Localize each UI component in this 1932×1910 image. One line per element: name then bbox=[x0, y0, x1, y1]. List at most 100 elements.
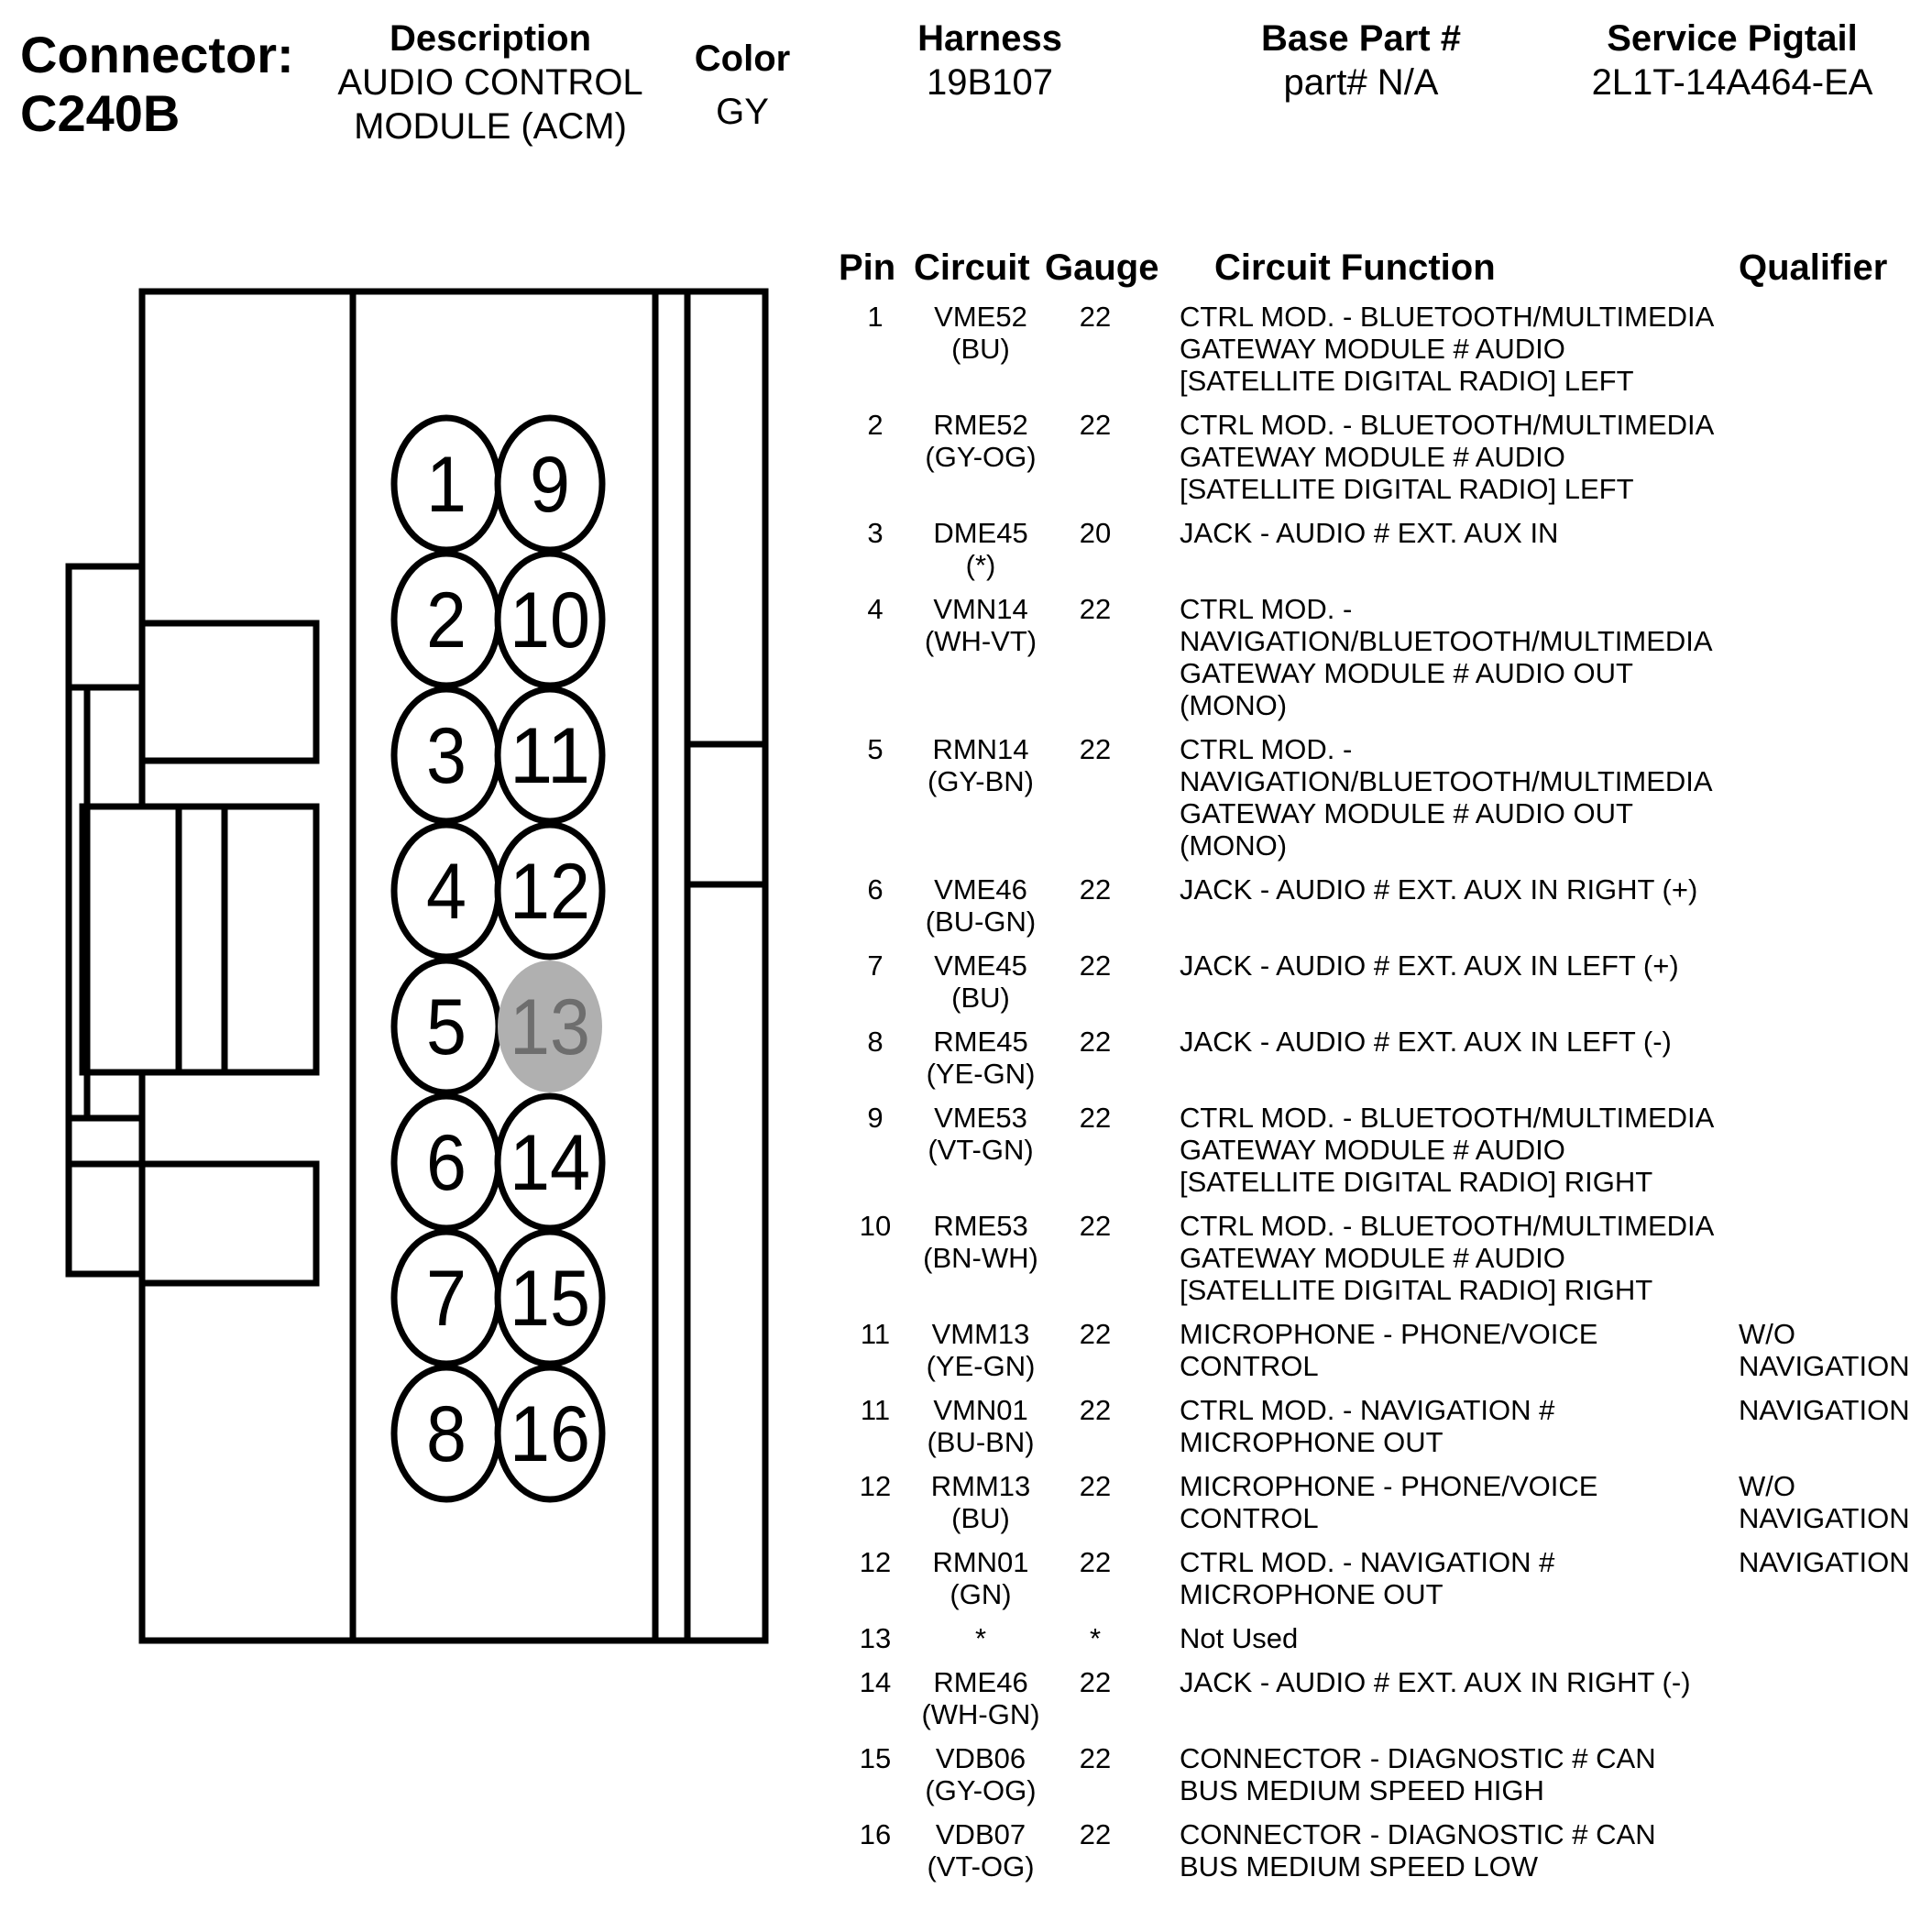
connector-title: Connector: C240B bbox=[20, 26, 294, 143]
function-cell-line: GATEWAY MODULE # AUDIO bbox=[1180, 1242, 1565, 1274]
function-cell-line: GATEWAY MODULE # AUDIO bbox=[1180, 1134, 1565, 1166]
circuit-cell: RME46(WH-GN) bbox=[912, 1666, 1049, 1730]
color-heading: Color bbox=[694, 38, 791, 79]
circuit-cell: VDB07(VT-OG) bbox=[912, 1818, 1049, 1883]
gauge-cell: 22 bbox=[1079, 733, 1112, 765]
circuit-cell-line: (WH-GN) bbox=[921, 1698, 1040, 1730]
cavity-number-1: 1 bbox=[426, 441, 467, 529]
harness-heading: Harness bbox=[917, 18, 1062, 59]
circuit-cell-line: (YE-GN) bbox=[926, 1058, 1036, 1090]
gauge-cell: 22 bbox=[1079, 1318, 1112, 1350]
circuit-cell: VME53(VT-GN) bbox=[912, 1102, 1049, 1166]
function-cell-line: MICROPHONE - PHONE/VOICE bbox=[1180, 1318, 1598, 1350]
cavity-9 bbox=[494, 414, 606, 554]
circuit-cell-line: VMN14 bbox=[933, 593, 1028, 625]
circuit-cell-line: (BN-WH) bbox=[923, 1242, 1038, 1274]
cavity-number-13: 13 bbox=[510, 983, 590, 1071]
function-cell-line: MICROPHONE OUT bbox=[1180, 1426, 1444, 1458]
circuit-cell: VMN14(WH-VT) bbox=[912, 593, 1049, 657]
circuit-cell: VME46(BU-GN) bbox=[912, 873, 1049, 938]
gauge-cell: 22 bbox=[1079, 1026, 1112, 1058]
pin-cell: 5 bbox=[867, 733, 884, 765]
pin-cell: 7 bbox=[867, 950, 884, 982]
pin-cell: 11 bbox=[860, 1394, 891, 1426]
function-cell: CTRL MOD. - NAVIGATION #MICROPHONE OUT bbox=[1180, 1546, 1729, 1610]
description-line-1: AUDIO CONTROL bbox=[337, 62, 643, 103]
base-part-heading: Base Part # bbox=[1261, 18, 1461, 59]
color-value: GY bbox=[716, 92, 769, 132]
circuit-cell: VME45(BU) bbox=[912, 950, 1049, 1014]
function-cell-line: CTRL MOD. - BLUETOOTH/MULTIMEDIA bbox=[1180, 409, 1715, 441]
circuit-cell-line: (GY-BN) bbox=[928, 765, 1034, 797]
function-cell: CTRL MOD. -NAVIGATION/BLUETOOTH/MULTIMED… bbox=[1180, 593, 1729, 721]
connector-id: C240B bbox=[20, 84, 181, 142]
gauge-cell: 22 bbox=[1079, 1818, 1112, 1850]
circuit-cell-line: (GY-OG) bbox=[925, 1774, 1037, 1806]
cavity-12 bbox=[494, 821, 606, 960]
cavity-number-9: 9 bbox=[530, 441, 570, 529]
function-cell: JACK - AUDIO # EXT. AUX IN bbox=[1180, 517, 1729, 549]
circuit-cell: RME52(GY-OG) bbox=[912, 409, 1049, 473]
circuit-cell-line: VME45 bbox=[934, 950, 1027, 982]
gauge-cell: 22 bbox=[1079, 1394, 1112, 1426]
service-pigtail-value: 2L1T-14A464-EA bbox=[1591, 62, 1873, 103]
function-cell-line: GATEWAY MODULE # AUDIO bbox=[1180, 333, 1565, 365]
function-cell-line: NAVIGATION/BLUETOOTH/MULTIMEDIA bbox=[1180, 625, 1713, 657]
function-cell-line: JACK - AUDIO # EXT. AUX IN LEFT (+) bbox=[1180, 950, 1679, 982]
description-heading: Description bbox=[389, 18, 592, 59]
qualifier-cell-line: NAVIGATION bbox=[1739, 1394, 1910, 1426]
function-cell-line: [SATELLITE DIGITAL RADIO] LEFT bbox=[1180, 473, 1634, 505]
pin-cell: 12 bbox=[859, 1546, 892, 1578]
function-cell-line: (MONO) bbox=[1180, 829, 1288, 862]
circuit-cell-line: VDB07 bbox=[935, 1818, 1026, 1850]
gauge-cell: 22 bbox=[1079, 409, 1112, 441]
gauge-cell: 22 bbox=[1079, 593, 1112, 625]
cavity-number-12: 12 bbox=[510, 848, 590, 936]
gauge-cell: 22 bbox=[1079, 1210, 1112, 1242]
circuit-cell-line: (*) bbox=[965, 549, 996, 581]
cavity-16 bbox=[494, 1364, 606, 1503]
function-cell: JACK - AUDIO # EXT. AUX IN RIGHT (+) bbox=[1180, 873, 1729, 906]
cavity-number-3: 3 bbox=[426, 712, 467, 800]
function-cell-line: MICROPHONE OUT bbox=[1180, 1578, 1444, 1610]
gauge-cell: * bbox=[1089, 1622, 1102, 1654]
circuit-cell: RMM13(BU) bbox=[912, 1470, 1049, 1534]
pin-cell: 1 bbox=[867, 301, 884, 333]
cavity-number-2: 2 bbox=[426, 576, 467, 664]
function-cell-line: JACK - AUDIO # EXT. AUX IN RIGHT (-) bbox=[1180, 1666, 1691, 1698]
circuit-cell-line: VMM13 bbox=[931, 1318, 1030, 1350]
pin-cell: 10 bbox=[859, 1210, 892, 1242]
function-cell-line: (MONO) bbox=[1180, 689, 1288, 721]
pin-cell: 15 bbox=[859, 1742, 892, 1774]
pin-cell: 14 bbox=[859, 1666, 892, 1698]
cavity-number-4: 4 bbox=[426, 848, 467, 936]
service-pigtail-heading: Service Pigtail bbox=[1607, 18, 1858, 59]
circuit-cell-line: DME45 bbox=[933, 517, 1028, 549]
pin-cell: 9 bbox=[867, 1102, 884, 1134]
function-cell-line: Not Used bbox=[1180, 1622, 1299, 1654]
function-cell-line: CONNECTOR - DIAGNOSTIC # CAN bbox=[1180, 1742, 1656, 1774]
function-cell-line: CONTROL bbox=[1180, 1502, 1319, 1534]
circuit-cell-line: (BU) bbox=[951, 982, 1010, 1014]
cavity-10 bbox=[494, 550, 606, 689]
color-block: Color GY bbox=[660, 37, 825, 134]
function-cell-line: JACK - AUDIO # EXT. AUX IN bbox=[1180, 517, 1559, 549]
circuit-cell-line: (WH-VT) bbox=[924, 625, 1037, 657]
circuit-cell-line: (VT-GN) bbox=[928, 1134, 1034, 1166]
cavity-number-6: 6 bbox=[426, 1119, 467, 1207]
left-tab-lower bbox=[65, 1160, 146, 1278]
function-cell-line: GATEWAY MODULE # AUDIO bbox=[1180, 441, 1565, 473]
description-line-2: MODULE (ACM) bbox=[354, 106, 627, 147]
harness-block: Harness 19B107 bbox=[880, 16, 1100, 104]
function-cell-line: GATEWAY MODULE # AUDIO OUT bbox=[1180, 797, 1633, 829]
circuit-cell-line: (BU-GN) bbox=[925, 906, 1037, 938]
pin-cell: 12 bbox=[859, 1470, 892, 1502]
